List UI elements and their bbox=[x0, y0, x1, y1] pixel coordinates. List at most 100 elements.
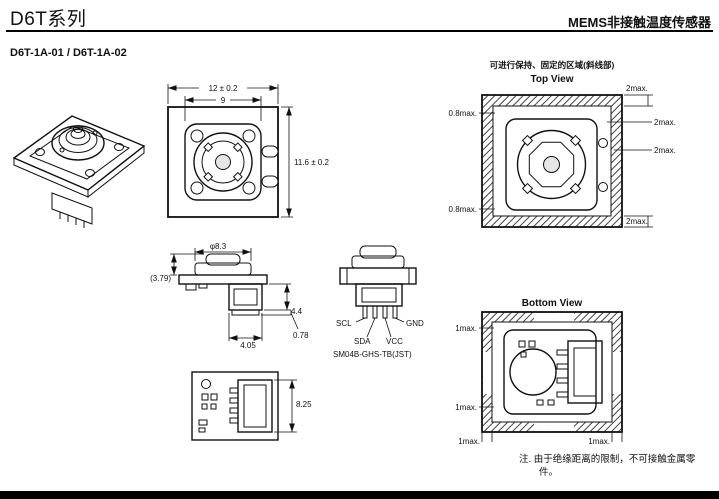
pcb-connector-pin bbox=[229, 417, 239, 424]
bottom-connector-pin bbox=[556, 391, 569, 398]
bottom-connector-inner bbox=[573, 347, 597, 397]
bottom-component bbox=[528, 340, 536, 348]
iso-corner-hole bbox=[85, 169, 95, 177]
connector-pin bbox=[372, 305, 378, 319]
back-connector-inner bbox=[361, 287, 397, 303]
pin-label-vcc: VCC bbox=[386, 337, 403, 346]
top-view-caption: 可进行保持、固定的区域(斜线部) bbox=[490, 60, 615, 70]
connector-pin bbox=[382, 305, 388, 319]
hatch-gap bbox=[483, 352, 492, 394]
page-title: D6T系列 bbox=[10, 9, 87, 30]
top-lens-tab bbox=[569, 182, 582, 195]
iso-shield-outline bbox=[28, 125, 131, 180]
back-lens-top bbox=[359, 245, 397, 259]
side-component bbox=[185, 283, 197, 291]
top-lens-tab bbox=[521, 182, 534, 195]
dim-label-1max: 1max. bbox=[455, 324, 477, 333]
header-rule bbox=[6, 30, 713, 32]
pcb-component bbox=[198, 419, 208, 426]
dim-label-2max: 2max. bbox=[654, 118, 676, 127]
iso-board-side-right bbox=[87, 144, 145, 199]
connector-view: SCL GND SDA VCC SM04B-GHS-TB(JST) bbox=[333, 245, 424, 359]
front-corner-hole bbox=[242, 181, 256, 195]
front-lens-tab bbox=[203, 171, 214, 182]
front-view: 12 ± 0.2 9 11.6 ± 0.2 bbox=[167, 84, 329, 218]
top-sensor-window bbox=[543, 156, 560, 173]
bottom-view: Bottom View 1max. 1max. 1max. 1max. bbox=[455, 298, 623, 446]
pcb-connector-pin bbox=[229, 397, 239, 404]
top-view: 可进行保持、固定的区域(斜线部) Top View 2max. 0.8max. … bbox=[449, 60, 676, 228]
top-view-title: Top View bbox=[531, 74, 574, 85]
iso-lens-ring bbox=[65, 128, 91, 146]
pcb-component bbox=[210, 403, 217, 410]
pcb-connector-pin bbox=[229, 407, 239, 414]
dim-label-pin: 0.78 bbox=[293, 331, 309, 340]
iso-lens-detail bbox=[92, 130, 98, 136]
pin-leader-lines bbox=[355, 317, 405, 338]
pin-label-gnd: GND bbox=[406, 319, 424, 328]
iso-corner-hole bbox=[114, 143, 124, 151]
bottom-component bbox=[518, 340, 526, 348]
bottom-connector-pin bbox=[556, 363, 569, 370]
back-body-detail bbox=[346, 268, 410, 284]
dim-label-connector-height: 4.4 bbox=[291, 307, 303, 316]
dim-label-08max: 0.8max. bbox=[449, 205, 477, 214]
iso-corner-hole bbox=[35, 148, 45, 156]
top-lens-octagon bbox=[528, 141, 575, 188]
front-sensor-window bbox=[215, 154, 231, 170]
front-lens-tab bbox=[232, 142, 243, 153]
connector-pin bbox=[392, 305, 398, 319]
pcb-component bbox=[210, 393, 218, 401]
bottom-connector bbox=[567, 340, 603, 404]
bottom-dimension-lines bbox=[479, 327, 623, 442]
pcb-connector-inner bbox=[243, 384, 267, 428]
top-vent-hole bbox=[598, 138, 608, 148]
side-board bbox=[178, 274, 268, 285]
hatch-gap bbox=[534, 422, 574, 431]
pin-label-scl: SCL bbox=[336, 319, 352, 328]
dim-label-1max: 1max. bbox=[458, 437, 480, 446]
top-lens-tab bbox=[521, 134, 534, 147]
iso-board-side-left bbox=[13, 157, 89, 198]
dim-label-pcb-height: 8.25 bbox=[296, 400, 312, 409]
iso-lens-ring-outer bbox=[51, 125, 105, 161]
bottom-view-title: Bottom View bbox=[522, 298, 583, 309]
footer-bar bbox=[0, 491, 719, 499]
side-view: φ8.3 (3.79) 4.4 0.78 4.05 bbox=[150, 242, 309, 350]
hatch-gap bbox=[612, 352, 621, 394]
front-corner-hole bbox=[190, 181, 204, 195]
page-subtitle: MEMS非接触温度传感器 bbox=[567, 15, 711, 30]
hatch-gap bbox=[534, 313, 574, 322]
iso-lens-detail bbox=[59, 147, 65, 153]
dim-label-lens-height: (3.79) bbox=[150, 274, 171, 283]
front-lens-tab bbox=[232, 171, 243, 182]
iso-lens-dome bbox=[70, 129, 86, 139]
side-component bbox=[198, 283, 208, 289]
front-lens-inner bbox=[201, 140, 245, 184]
iso-connector bbox=[51, 192, 93, 225]
front-board-outline bbox=[167, 106, 279, 218]
pcb-component bbox=[201, 393, 209, 401]
front-extension-lines bbox=[167, 84, 293, 218]
dim-label-2max: 2max. bbox=[626, 84, 648, 93]
side-connector-inner bbox=[233, 288, 258, 306]
pcb-connector-pin bbox=[229, 387, 239, 394]
iso-connector-pins bbox=[59, 212, 85, 228]
model-number-heading: D6T-1A-01 / D6T-1A-02 bbox=[10, 47, 127, 59]
top-vent-hole bbox=[598, 182, 608, 192]
front-lens-tab bbox=[203, 142, 214, 153]
top-lens-outer bbox=[516, 129, 587, 200]
front-corner-hole bbox=[190, 129, 204, 143]
dim-label-1max: 1max. bbox=[455, 403, 477, 412]
back-body bbox=[339, 267, 417, 285]
iso-lens-ring bbox=[58, 127, 98, 153]
dim-label-height: 11.6 ± 0.2 bbox=[294, 158, 329, 167]
pcb-component bbox=[201, 403, 208, 410]
side-connector-foot bbox=[231, 309, 260, 316]
dim-label-connector-width: 4.05 bbox=[240, 341, 256, 350]
top-dimension-lines bbox=[479, 94, 653, 228]
dim-label-lens-dia: φ8.3 bbox=[210, 242, 227, 251]
dim-label-2max: 2max. bbox=[654, 146, 676, 155]
